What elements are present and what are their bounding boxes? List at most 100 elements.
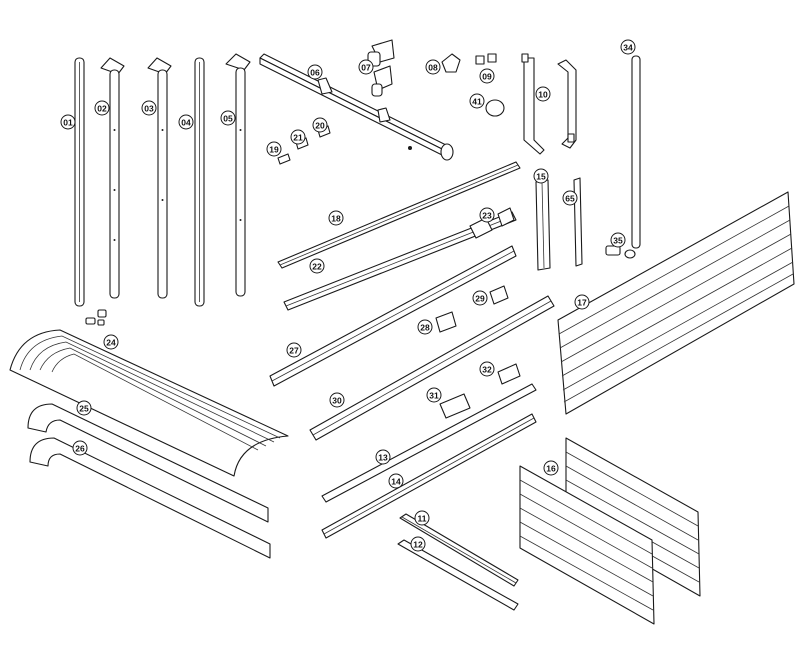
post-04 [194,57,205,307]
part-number-label: 21 [293,133,303,143]
part-number-badge-13: 13 [375,449,391,465]
rail-18 [277,161,521,269]
part-number-badge-06: 06 [307,64,323,80]
part-number-badge-03: 03 [141,100,157,116]
part-number-badge-20: 20 [312,117,328,133]
part-number-badge-21: 21 [290,129,306,145]
badge-circle [76,400,92,416]
part-number-label: 15 [536,172,546,182]
part-number-label: 06 [310,68,320,78]
badge-circle [426,387,442,403]
part-number-badge-26: 26 [72,440,88,456]
part-number-label: 29 [475,294,485,304]
part-number-label: 07 [361,63,371,73]
bracket-29 [489,285,509,305]
badge-circle [425,59,441,75]
part-number-label: 41 [472,97,482,107]
clip-08 [441,53,461,73]
badge-circle [472,290,488,306]
part-number-label: 08 [428,63,438,73]
part-number-label: 32 [482,365,492,375]
part-number-badge-22: 22 [309,258,325,274]
bracket-23 [469,207,515,239]
part-number-badge-30: 30 [329,392,345,408]
part-number-label: 22 [312,262,322,272]
part-number-badge-02: 02 [94,100,110,116]
handle-10 [521,53,577,155]
badge-circle [562,190,578,206]
part-number-badge-31: 31 [426,387,442,403]
part-number-label: 26 [75,444,85,454]
badge-circle [94,100,110,116]
part-number-label: 18 [331,214,341,224]
part-number-label: 12 [413,540,423,550]
part-number-badge-24: 24 [103,334,119,350]
badge-circle [414,510,430,526]
part-number-badge-12: 12 [410,536,426,552]
rail-11 [399,513,519,587]
part-number-badge-10: 10 [535,86,551,102]
part-number-label: 19 [269,145,279,155]
crossbar-06 [259,53,454,161]
badge-circle [469,93,485,109]
badge-circle [479,68,495,84]
badge-circle [533,168,549,184]
badge-circle [60,114,76,130]
part-number-badge-01: 01 [60,114,76,130]
wall-panel-17 [557,191,795,415]
badge-circle [178,114,194,130]
bracket-31 [439,393,471,419]
part-number-badge-14: 14 [388,473,404,489]
badge-circle [329,392,345,408]
part-number-label: 28 [420,323,430,333]
part-number-label: 35 [613,236,623,246]
badge-circle [535,86,551,102]
badge-circle [388,473,404,489]
part-number-badge-32: 32 [479,361,495,377]
rail-13 [321,383,537,503]
badge-circle [141,100,157,116]
badge-circle [286,342,302,358]
clips-09 [475,53,497,65]
part-number-label: 31 [429,391,439,401]
pole-34 [631,55,641,249]
part-number-badge-25: 25 [76,400,92,416]
post-03 [147,57,172,299]
part-number-label: 16 [546,464,556,474]
part-number-label: 24 [106,338,116,348]
part-number-label: 30 [332,396,342,406]
roof-panel-24 [9,329,289,477]
badge-circle [72,440,88,456]
part-number-badge-23: 23 [479,207,495,223]
part-number-badge-29: 29 [472,290,488,306]
part-number-label: 25 [79,404,89,414]
post-02 [100,57,125,299]
part-number-label: 13 [378,453,388,463]
badge-circle [290,129,306,145]
edge-25 [27,403,269,523]
part-number-label: 02 [97,104,107,114]
post-05 [225,53,251,297]
part-number-label: 04 [181,118,191,128]
rail-27 [269,245,517,387]
part-number-badge-08: 08 [425,59,441,75]
part-number-label: 65 [565,194,575,204]
badge-circle [610,232,626,248]
badge-circle [220,110,236,126]
part-number-label: 27 [289,346,299,356]
part-number-label: 23 [482,211,492,221]
connector-bits [85,309,107,326]
part-number-badge-35: 35 [610,232,626,248]
part-number-badge-16: 16 [543,460,559,476]
part-number-label: 34 [623,43,633,53]
part-number-badge-11: 11 [414,510,430,526]
badge-circle [620,39,636,55]
badge-circle [574,294,590,310]
elbow-fitting-07 [367,39,395,97]
part-number-badge-07: 07 [358,59,374,75]
bracket-32 [497,363,521,385]
part-number-badge-34: 34 [620,39,636,55]
badge-circle [479,361,495,377]
part-number-badge-15: 15 [533,168,549,184]
